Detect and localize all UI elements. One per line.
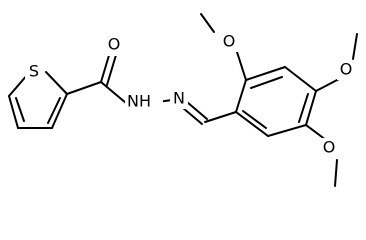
benzene-bond-c6-c1 bbox=[235, 111, 269, 137]
methoxy-oxygen-2-label: O bbox=[340, 60, 353, 79]
methoxy-groups bbox=[200, 13, 358, 187]
imine-double-bond-a bbox=[186, 101, 208, 120]
chemical-structure-diagram: S O N H N O O O bbox=[8, 13, 358, 187]
thiophene-bond-c5-s bbox=[8, 73, 29, 97]
bond-o2-to-methyl bbox=[352, 33, 358, 60]
benzene-bond-c4-c5 bbox=[305, 90, 317, 126]
thiophene-ring bbox=[8, 71, 68, 129]
carbonyl-group bbox=[66, 51, 127, 104]
carbonyl-oxygen-label-background bbox=[105, 36, 123, 56]
benzene-bond-c1-c2 bbox=[235, 79, 247, 113]
atom-labels: S O N H N O O O bbox=[25, 32, 355, 158]
thiophene-double-bond-c2-c3-inner bbox=[47, 97, 61, 124]
bond-o1-to-methyl bbox=[200, 13, 215, 33]
imine-nitrogen-label: N bbox=[173, 89, 185, 108]
carbonyl-double-bond-b bbox=[106, 54, 117, 86]
imine-nitrogen-label-background bbox=[170, 89, 188, 109]
thiophene-double-bond-c4-c5-inner bbox=[15, 97, 25, 122]
bond-ring-to-o1 bbox=[236, 51, 247, 81]
thiophene-bond-c2-c3 bbox=[51, 93, 68, 129]
imine-double-bond-b bbox=[182, 107, 203, 125]
bond-ch-ring bbox=[204, 111, 237, 123]
benzene-bond-c5-c6 bbox=[267, 124, 307, 137]
structure-canvas: S O N H N O O O bbox=[8, 13, 358, 187]
benzene-ring bbox=[235, 66, 317, 137]
methoxy-oxygen-1-label: O bbox=[223, 32, 236, 51]
methoxy-oxygen-3-label-background bbox=[320, 138, 338, 158]
hydrazide-nh-label-background bbox=[125, 92, 163, 114]
methoxy-oxygen-2-label-background bbox=[337, 60, 355, 80]
benzene-double-bond-c6-c1-inner bbox=[242, 110, 267, 129]
bond-ring-to-o3 bbox=[305, 124, 327, 141]
sulfur-label-background bbox=[25, 62, 44, 82]
bond-o3-to-methyl bbox=[334, 159, 338, 187]
thiophene-bond-s-c2 bbox=[45, 71, 68, 95]
hydrazide-n-label: N bbox=[127, 92, 139, 111]
bond-carbonyl-nh bbox=[100, 81, 127, 104]
benzene-bond-c2-c3 bbox=[245, 66, 286, 81]
thiophene-bond-c4-c5 bbox=[8, 95, 19, 129]
methoxy-oxygen-3-label: O bbox=[323, 138, 336, 157]
carbonyl-oxygen-label: O bbox=[108, 35, 121, 54]
benzene-double-bond-c4-c5-inner bbox=[298, 93, 309, 123]
hydrazone-linker bbox=[149, 99, 237, 125]
bond-thiophene-carbonyl bbox=[66, 81, 102, 95]
methoxy-oxygen-1-label-background bbox=[220, 32, 238, 52]
benzene-bond-c3-c4 bbox=[284, 66, 317, 92]
benzene-double-bond-c2-c3-inner bbox=[250, 76, 283, 89]
thiophene-sulfur-label: S bbox=[29, 62, 39, 81]
bond-ring-to-o2 bbox=[315, 78, 340, 92]
carbonyl-double-bond-a bbox=[100, 51, 111, 83]
hydrazide-h-label: H bbox=[139, 92, 151, 111]
